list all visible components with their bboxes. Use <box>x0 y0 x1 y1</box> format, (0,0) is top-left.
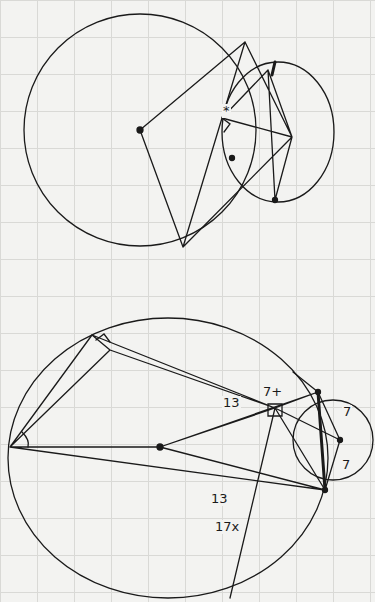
sketch-label: 17x <box>214 520 240 534</box>
point-dot <box>273 198 278 203</box>
sketch-label: 13 <box>222 396 241 410</box>
large-circle <box>24 14 256 246</box>
center-dot <box>157 444 163 450</box>
small-circle <box>293 400 373 480</box>
sketch-label: 7 <box>342 405 352 419</box>
right-angle-mark <box>96 334 282 416</box>
small-circle <box>222 62 334 202</box>
bold-segment <box>318 392 325 490</box>
sketch-label: 7+ <box>262 385 283 399</box>
chord-lines <box>140 42 292 247</box>
point-dot <box>338 438 343 443</box>
center-dot <box>137 127 143 133</box>
point-dot <box>323 488 328 493</box>
angle-dot <box>230 156 235 161</box>
point-dot <box>316 390 321 395</box>
right-angle-mark <box>222 118 230 132</box>
angle-arc <box>22 432 28 447</box>
sketch-label: 13 <box>210 492 229 506</box>
sketch-label: 7 <box>341 458 351 472</box>
large-circle <box>8 318 328 598</box>
bold-segment <box>272 62 275 75</box>
chord-lines <box>10 335 340 598</box>
sketch-label: * <box>222 104 231 118</box>
